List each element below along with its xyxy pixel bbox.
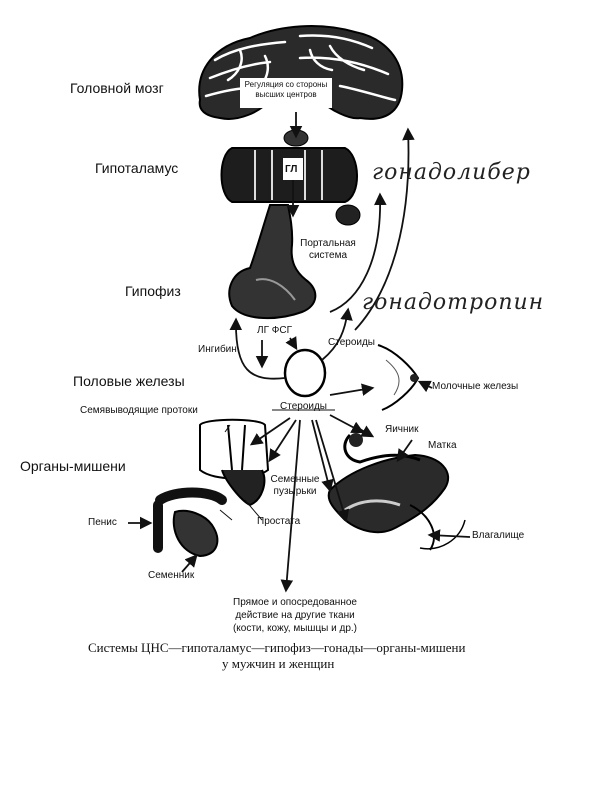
tissue-effect-line-2: действие на другие ткани	[235, 610, 355, 621]
prostate-label: Простата	[257, 516, 301, 527]
gl-label: ГЛ	[285, 164, 298, 175]
brain-regulation-line-1: Регуляция со стороны	[244, 80, 328, 89]
male-organs-illustration	[153, 418, 270, 558]
lg-fsg-label: ЛГ ФСГ	[257, 325, 292, 336]
tissue-effect-line-1: Прямое и опосредованное	[233, 597, 357, 608]
pituitary-label: Гипофиз	[125, 283, 181, 299]
tissue-effect-line-3: (кости, кожу, мышцы и др.)	[232, 623, 358, 634]
target-organs-label: Органы-мишени	[20, 458, 126, 474]
portal-system-label: Портальная система	[290, 238, 366, 262]
steroids-top-label: Стероиды	[328, 337, 375, 348]
vas-deferens-label: Семявыводящие протоки	[80, 405, 198, 416]
mammary-label: Молочные железы	[432, 381, 519, 392]
mammary-gland-illustration	[377, 344, 420, 411]
hypothalamus-label: Гипоталамус	[95, 160, 179, 176]
penis-label: Пенис	[88, 517, 117, 528]
brain-regulation-line-2: высших центров	[255, 90, 317, 99]
gonad-oval	[283, 348, 327, 398]
seminal-vesicles-label: Семенные пузырьки	[262, 474, 328, 498]
brain-label: Головной мозг	[70, 80, 164, 96]
inhibin-label: Ингибин	[198, 344, 237, 355]
arrows	[128, 112, 471, 593]
brain-illustration	[198, 25, 404, 120]
brain-regulation-label: Регуляция со стороны высших центров	[238, 80, 334, 100]
portal-system-line-2: система	[308, 250, 348, 261]
steroids-mid-label: Стероиды	[280, 401, 327, 412]
pituitary-illustration	[228, 204, 317, 320]
hypothalamus-illustration	[220, 129, 361, 226]
uterus-label: Матка	[428, 440, 457, 451]
tissue-effect-label: Прямое и опосредованное действие на друг…	[190, 596, 400, 635]
gonads-label: Половые железы	[73, 373, 185, 389]
testis-label: Семенник	[148, 570, 195, 581]
female-organs-illustration	[327, 433, 466, 551]
leader-lines	[219, 409, 335, 521]
handwritten-gonadoliberin: гонадолибер	[372, 160, 531, 185]
vagina-label: Влагалище	[472, 530, 525, 541]
seminal-vesicles-line-2: пузырьки	[273, 486, 317, 497]
handwritten-gonadotropin: гонадотропин	[362, 290, 545, 315]
ovary-label: Яичник	[385, 424, 419, 435]
figure-caption-line-2: у мужчин и женщин	[222, 656, 335, 671]
figure-caption-line-1: Системы ЦНС—гипоталамус—гипофиз—гонады—о…	[88, 640, 466, 655]
portal-system-line-1: Портальная	[300, 238, 356, 249]
seminal-vesicles-line-1: Семенные	[270, 474, 320, 485]
